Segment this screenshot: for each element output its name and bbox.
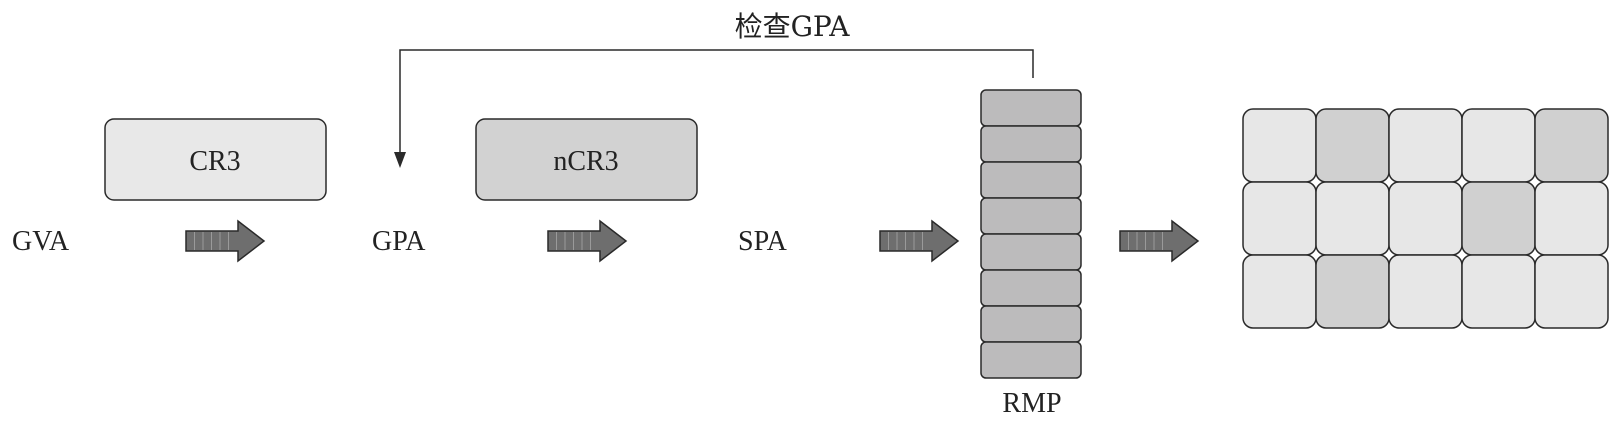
memory-page-cell <box>1316 182 1389 255</box>
ncr3-label: nCR3 <box>553 146 618 177</box>
feedback-label: 检查GPA <box>735 10 851 43</box>
rmp-entry <box>981 306 1081 342</box>
rmp-entry <box>981 126 1081 162</box>
block-arrow-icon <box>880 221 958 261</box>
memory-page-cell <box>1243 182 1316 255</box>
gpa-label: GPA <box>372 226 426 257</box>
memory-page-cell <box>1535 182 1608 255</box>
gva-label: GVA <box>12 226 70 257</box>
block-arrow-icon <box>1120 221 1198 261</box>
memory-page-grid <box>1243 109 1608 328</box>
spa-label: SPA <box>738 226 788 257</box>
rmp-entry <box>981 198 1081 234</box>
rmp-entry <box>981 270 1081 306</box>
memory-page-cell <box>1389 109 1462 182</box>
memory-page-cell <box>1316 255 1389 328</box>
rmp-entry <box>981 342 1081 378</box>
block-arrow-icon <box>548 221 626 261</box>
memory-page-cell <box>1535 109 1608 182</box>
rmp-label: RMP <box>1002 388 1061 419</box>
cr3-label: CR3 <box>189 146 240 177</box>
rmp-entry <box>981 162 1081 198</box>
memory-page-cell <box>1462 182 1535 255</box>
rmp-table <box>981 90 1081 378</box>
block-arrow-icon <box>186 221 264 261</box>
memory-page-cell <box>1535 255 1608 328</box>
memory-page-cell <box>1316 109 1389 182</box>
rmp-entry <box>981 234 1081 270</box>
rmp-entry <box>981 90 1081 126</box>
feedback-arrowhead-icon <box>394 152 406 168</box>
memory-page-cell <box>1462 255 1535 328</box>
memory-page-cell <box>1243 109 1316 182</box>
memory-page-cell <box>1389 255 1462 328</box>
memory-page-cell <box>1243 255 1316 328</box>
memory-page-cell <box>1389 182 1462 255</box>
memory-page-cell <box>1462 109 1535 182</box>
